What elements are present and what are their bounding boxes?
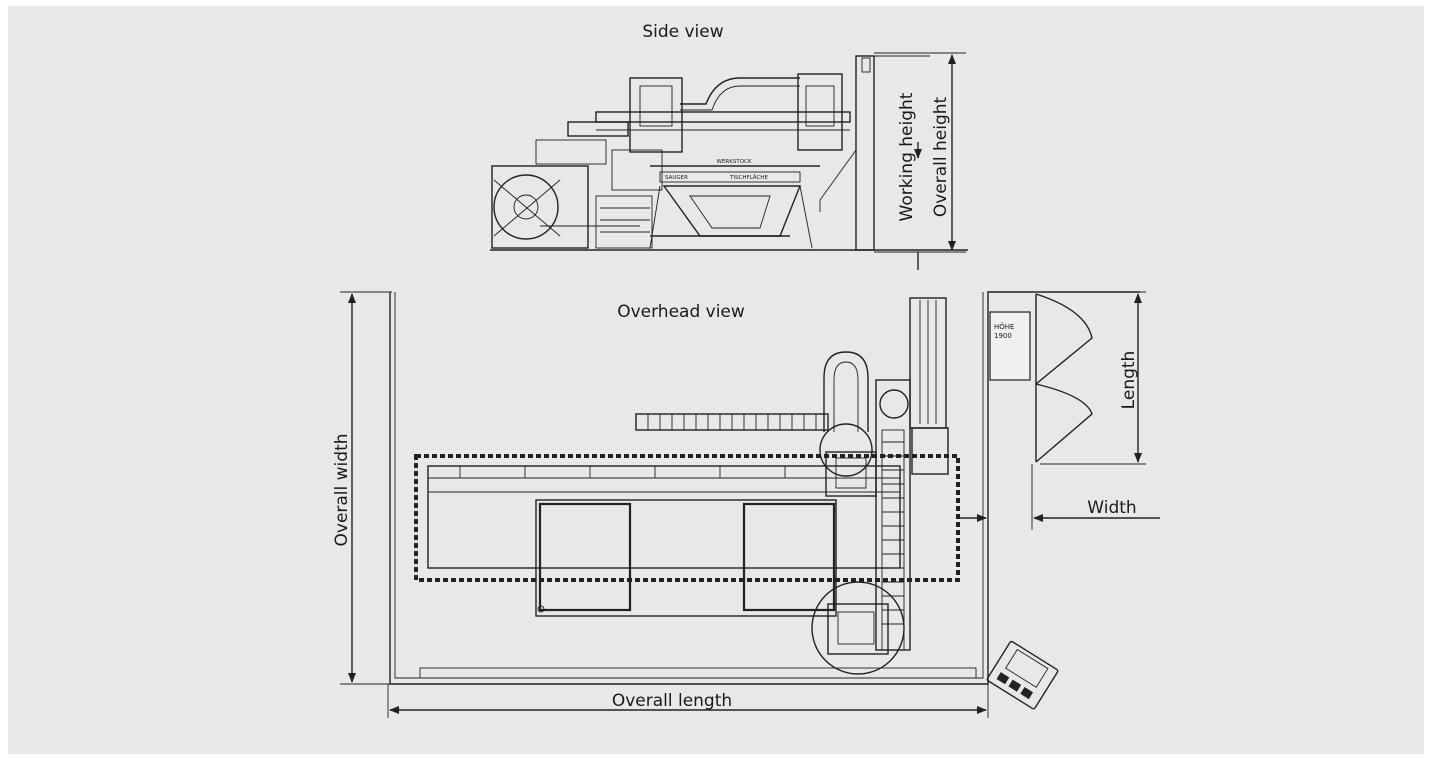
length-dimension: Length xyxy=(1040,291,1146,465)
tischflache-label: TISCHFLÄCHE xyxy=(729,174,768,181)
overall-height-label: Overall height xyxy=(931,97,951,218)
hohe-line2: 1900 xyxy=(994,332,1012,340)
safety-fence xyxy=(389,291,1000,685)
sauger-label: SAUGER xyxy=(665,175,688,181)
overall-length-label: Overall length xyxy=(612,691,732,711)
overall-width-label: Overall width xyxy=(332,433,352,546)
drawing-panel xyxy=(8,6,1424,754)
width-label: Width xyxy=(1087,498,1136,518)
side-view-machine: WERKSTOCK SAUGER TISCHFLÄCHE xyxy=(490,55,968,251)
robot-carriage-overhead xyxy=(811,297,949,675)
overall-height-dimension: Overall height xyxy=(874,52,966,253)
side-view-title: Side view xyxy=(642,22,723,42)
operator-terminal xyxy=(986,640,1059,710)
length-label: Length xyxy=(1119,351,1139,410)
overhead-view-title: Overhead view xyxy=(617,302,745,322)
working-height-dimension: Working height xyxy=(874,55,930,270)
werkstock-label: WERKSTOCK xyxy=(717,159,752,165)
overhead-rail xyxy=(635,413,829,431)
width-dimension: Width xyxy=(958,462,1160,530)
hohe-line1: HÖHE xyxy=(994,322,1014,331)
working-height-label: Working height xyxy=(897,92,917,221)
overall-width-dimension: Overall width xyxy=(332,291,392,685)
machine-table-overhead xyxy=(414,454,960,617)
control-cabinet: HÖHE 1900 xyxy=(989,291,1140,463)
overall-length-dimension: Overall length xyxy=(387,684,989,718)
